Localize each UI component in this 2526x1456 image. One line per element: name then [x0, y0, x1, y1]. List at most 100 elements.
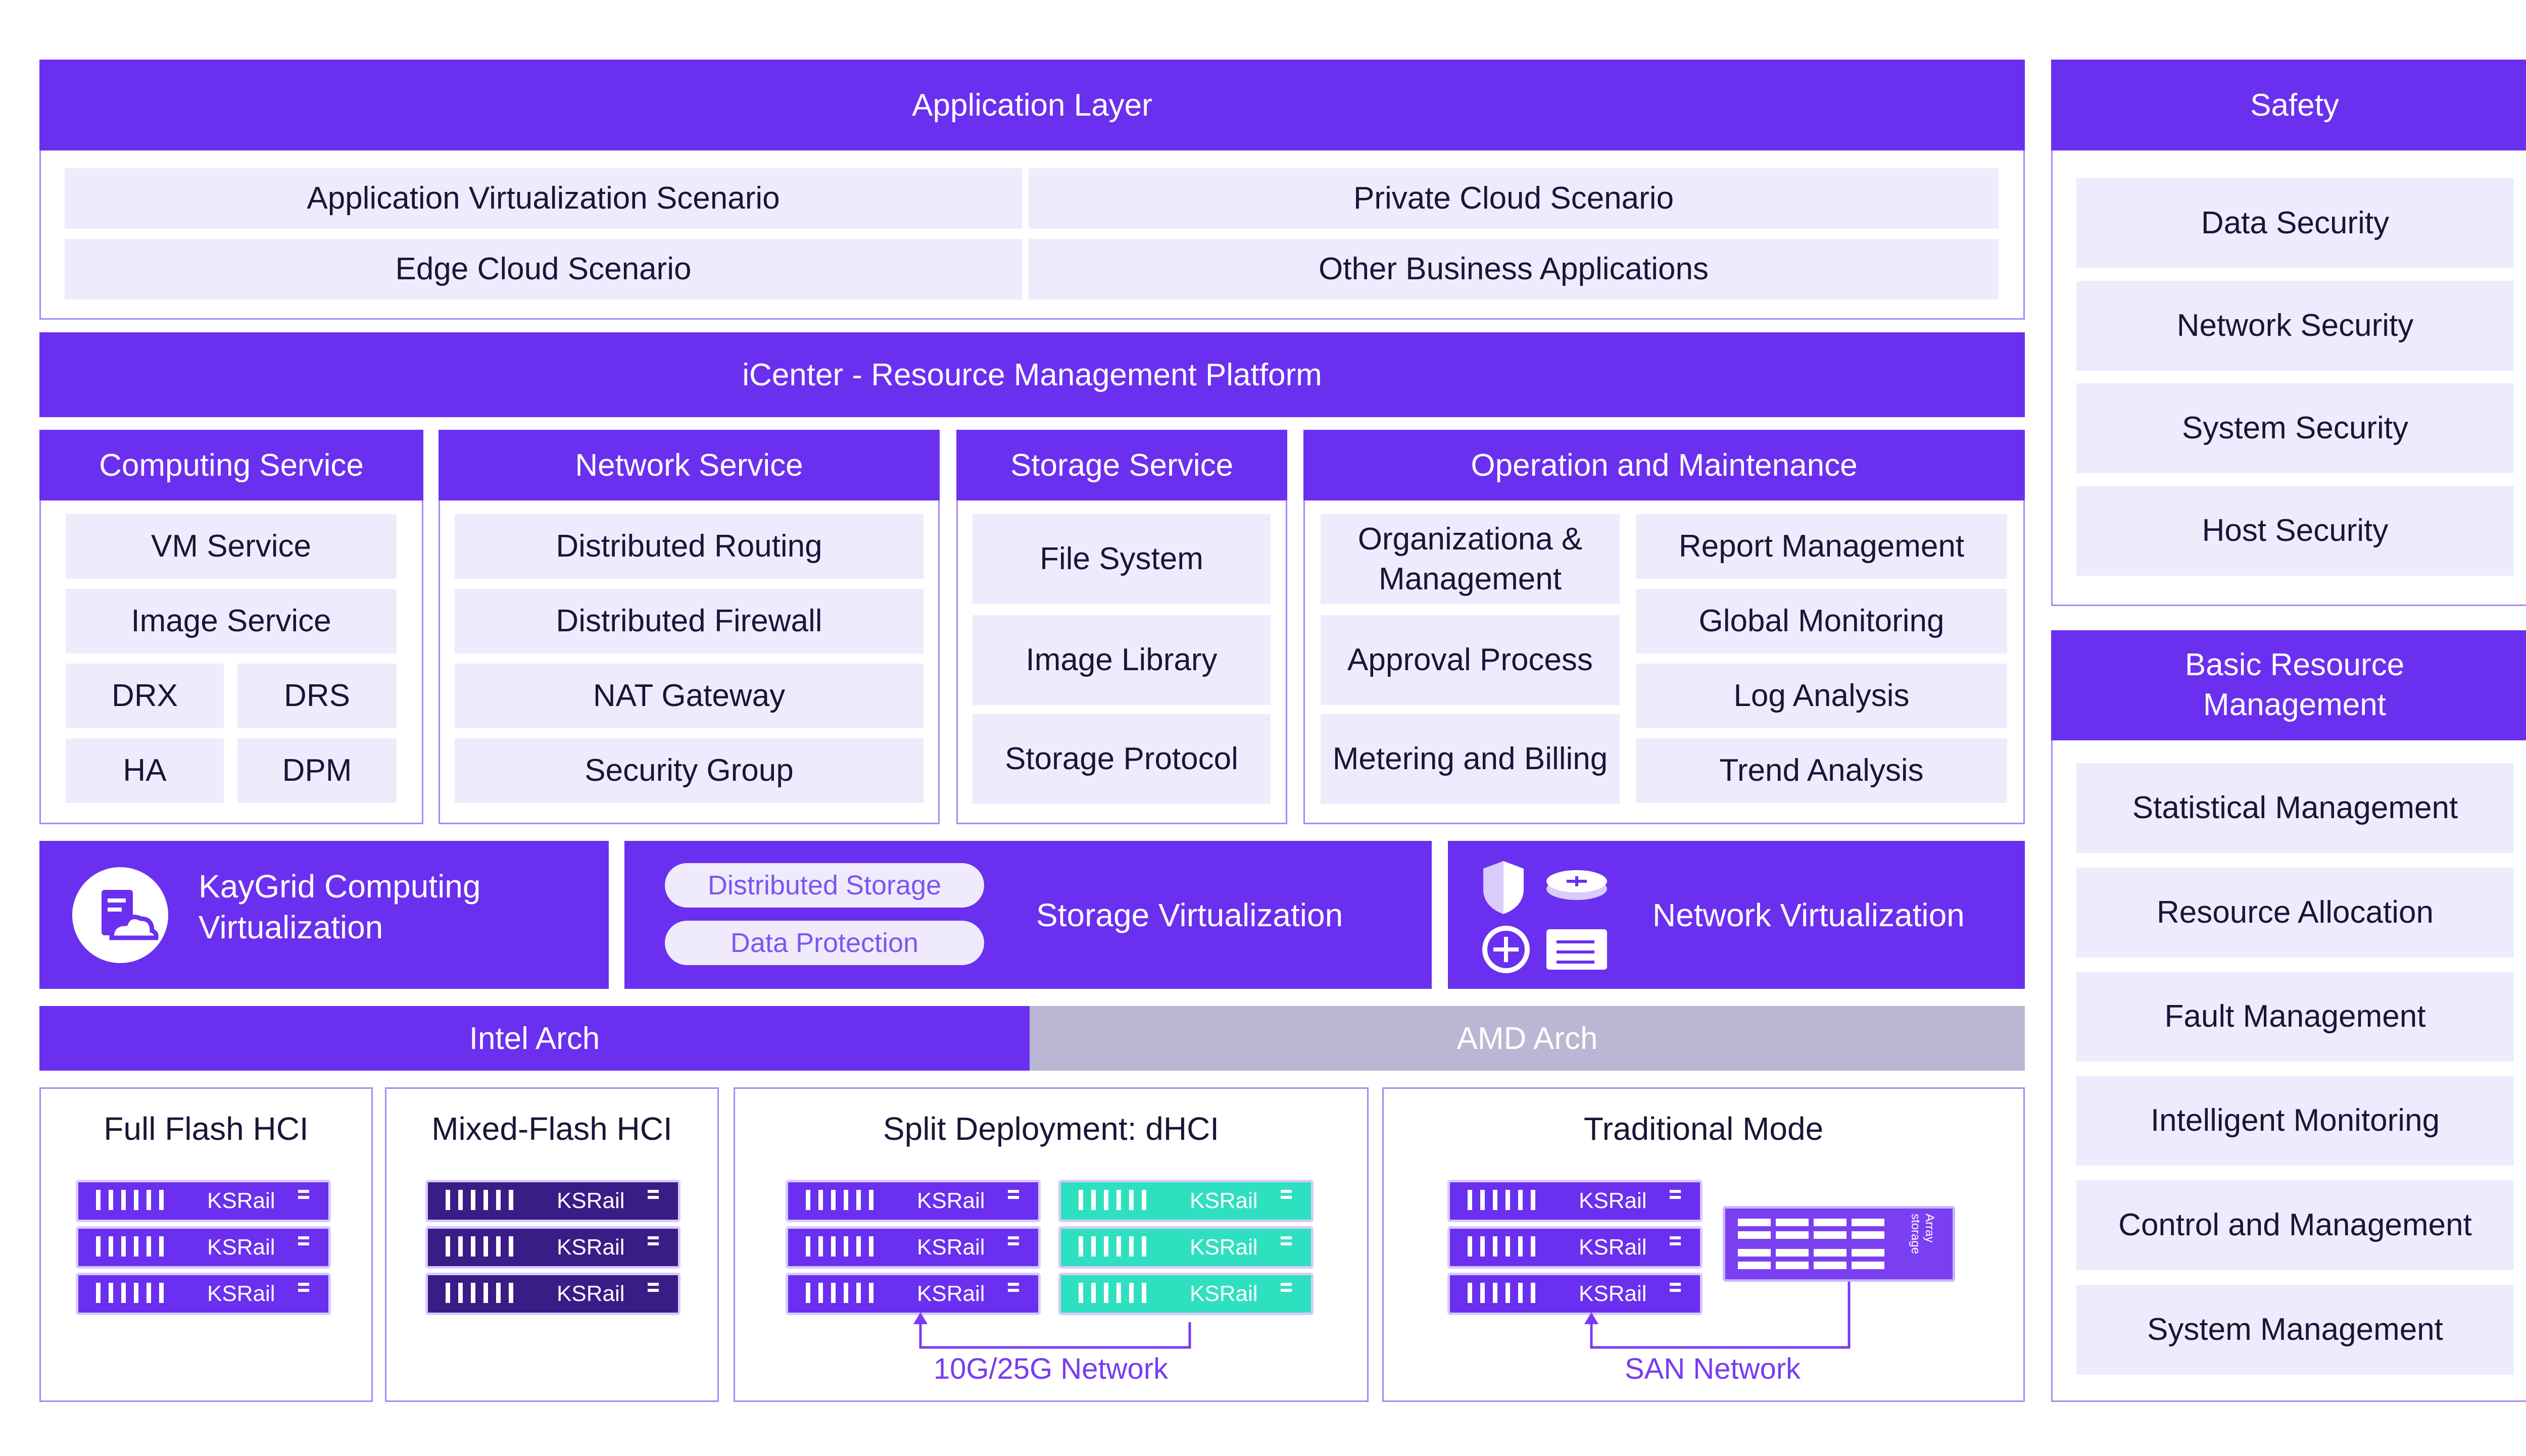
intelligent-monitoring: Intelligent Monitoring — [2076, 1076, 2514, 1166]
server-label: KSRail — [207, 1235, 275, 1260]
intel-arch-tab: Intel Arch — [39, 1006, 1030, 1071]
data-protection-pill: Data Protection — [665, 921, 984, 965]
server-label: KSRail — [1190, 1281, 1258, 1306]
control-management: Control and Management — [2076, 1180, 2514, 1270]
server-label: KSRail — [1579, 1281, 1647, 1306]
network-icons — [1482, 861, 1607, 973]
shield-icon — [1483, 861, 1524, 914]
server-slots-icon — [446, 1236, 659, 1257]
scenario-other-business: Other Business Applications — [1029, 239, 1999, 299]
compute-virtualization-label: KayGrid Computing Virtualization — [199, 868, 481, 946]
image-library: Image Library — [973, 615, 1271, 705]
global-monitoring: Global Monitoring — [1636, 589, 2007, 654]
scenario-private-cloud: Private Cloud Scenario — [1029, 168, 1999, 229]
amd-arch-tab: AMD Arch — [1030, 1006, 2025, 1071]
kaygrid-icon — [72, 867, 168, 963]
array-storage-label: Array storage — [1909, 1214, 1936, 1254]
array-storage-slots — [1738, 1219, 1884, 1269]
split-storage-rack-unit: KSRail — [1058, 1180, 1314, 1222]
server-label: KSRail — [917, 1281, 985, 1306]
split-storage-rack-unit: KSRail — [1058, 1273, 1314, 1315]
file-system: File System — [973, 514, 1271, 604]
drx: DRX — [66, 664, 224, 728]
server-label: KSRail — [917, 1188, 985, 1213]
scenario-edge-cloud: Edge Cloud Scenario — [65, 239, 1022, 299]
router-icon — [1546, 870, 1607, 900]
mixed-flash-rack-unit: KSRail — [425, 1226, 681, 1269]
server-slots-icon — [96, 1190, 309, 1210]
server-label: KSRail — [1190, 1235, 1258, 1260]
system-security: System Security — [2076, 383, 2514, 473]
full-flash-rack-unit: KSRail — [76, 1273, 331, 1315]
server-slots-icon — [96, 1236, 309, 1257]
globe-icon — [1482, 926, 1530, 973]
full-flash-rack-unit: KSRail — [76, 1180, 331, 1222]
server-label: KSRail — [207, 1281, 275, 1306]
storage-virtualization-label: Storage Virtualization — [1036, 896, 1343, 933]
report-management: Report Management — [1636, 514, 2007, 579]
full-flash-rack-unit: KSRail — [76, 1226, 331, 1269]
application-layer-title: Application Layer — [39, 60, 2025, 150]
compute-virtualization-block: KayGrid Computing Virtualization — [39, 841, 609, 989]
computing-service-title: Computing Service — [39, 430, 423, 500]
full-flash-title: Full Flash HCI — [104, 1111, 309, 1147]
distributed-routing: Distributed Routing — [455, 514, 924, 579]
statistical-management: Statistical Management — [2076, 763, 2514, 853]
server-slots-icon — [446, 1190, 659, 1210]
vm-service: VM Service — [66, 514, 397, 579]
server-label: KSRail — [1579, 1235, 1647, 1260]
network-virtualization-label: Network Virtualization — [1653, 896, 1965, 933]
server-label: KSRail — [557, 1281, 625, 1306]
server-slots-icon — [806, 1236, 1019, 1257]
traditional-rack-unit: KSRail — [1447, 1226, 1703, 1269]
traditional-mode-title: Traditional Mode — [1583, 1111, 1824, 1147]
san-network-label: SAN Network — [1624, 1352, 1801, 1385]
server-slots-icon — [806, 1190, 1019, 1210]
server-label: KSRail — [917, 1235, 985, 1260]
split-storage-rack-unit: KSRail — [1058, 1226, 1314, 1269]
server-slots-icon — [446, 1283, 659, 1303]
resource-allocation: Resource Allocation — [2076, 868, 2514, 958]
approval-process: Approval Process — [1321, 615, 1620, 705]
server-label: KSRail — [207, 1188, 275, 1213]
split-compute-rack-unit: KSRail — [786, 1273, 1041, 1315]
server-label: KSRail — [557, 1235, 625, 1260]
server-slots-icon — [1079, 1190, 1292, 1210]
kaygrid-icon-glyph — [102, 890, 159, 940]
server-slots-icon — [806, 1283, 1019, 1303]
network-security: Network Security — [2076, 281, 2514, 371]
traditional-rack-unit: KSRail — [1447, 1273, 1703, 1315]
array-storage: Array storage — [1723, 1206, 1955, 1282]
host-security: Host Security — [2076, 486, 2514, 576]
server-label: KSRail — [557, 1188, 625, 1213]
storage-service-title: Storage Service — [956, 430, 1287, 500]
split-compute-rack-unit: KSRail — [786, 1226, 1041, 1269]
switch-icon — [1546, 929, 1607, 970]
security-group: Security Group — [455, 738, 924, 803]
dpm: DPM — [237, 738, 397, 803]
server-slots-icon — [1079, 1283, 1292, 1303]
server-slots-icon — [1468, 1190, 1681, 1210]
server-slots-icon — [1468, 1236, 1681, 1257]
platform-title: iCenter - Resource Management Platform — [39, 332, 2025, 417]
traditional-rack-unit: KSRail — [1447, 1180, 1703, 1222]
network-service-title: Network Service — [439, 430, 940, 500]
distributed-firewall: Distributed Firewall — [455, 589, 924, 654]
drs: DRS — [237, 664, 397, 728]
data-security: Data Security — [2076, 178, 2514, 268]
server-label: KSRail — [1579, 1188, 1647, 1213]
server-slots-icon — [1079, 1236, 1292, 1257]
image-service: Image Service — [66, 589, 397, 654]
organization-management: Organizationa & Management — [1321, 514, 1620, 604]
server-label: KSRail — [1190, 1188, 1258, 1213]
nat-gateway: NAT Gateway — [455, 664, 924, 728]
fault-management: Fault Management — [2076, 972, 2514, 1062]
server-slots-icon — [96, 1283, 309, 1303]
server-slots-icon — [1468, 1283, 1681, 1303]
storage-virtualization-block: Distributed Storage Data Protection Stor… — [624, 841, 1432, 989]
mixed-flash-rack-unit: KSRail — [425, 1180, 681, 1222]
network-virtualization-block: Network Virtualization — [1448, 841, 2025, 989]
distributed-storage-pill: Distributed Storage — [665, 863, 984, 908]
network-10g-label: 10G/25G Network — [933, 1352, 1169, 1385]
metering-billing: Metering and Billing — [1321, 714, 1620, 804]
